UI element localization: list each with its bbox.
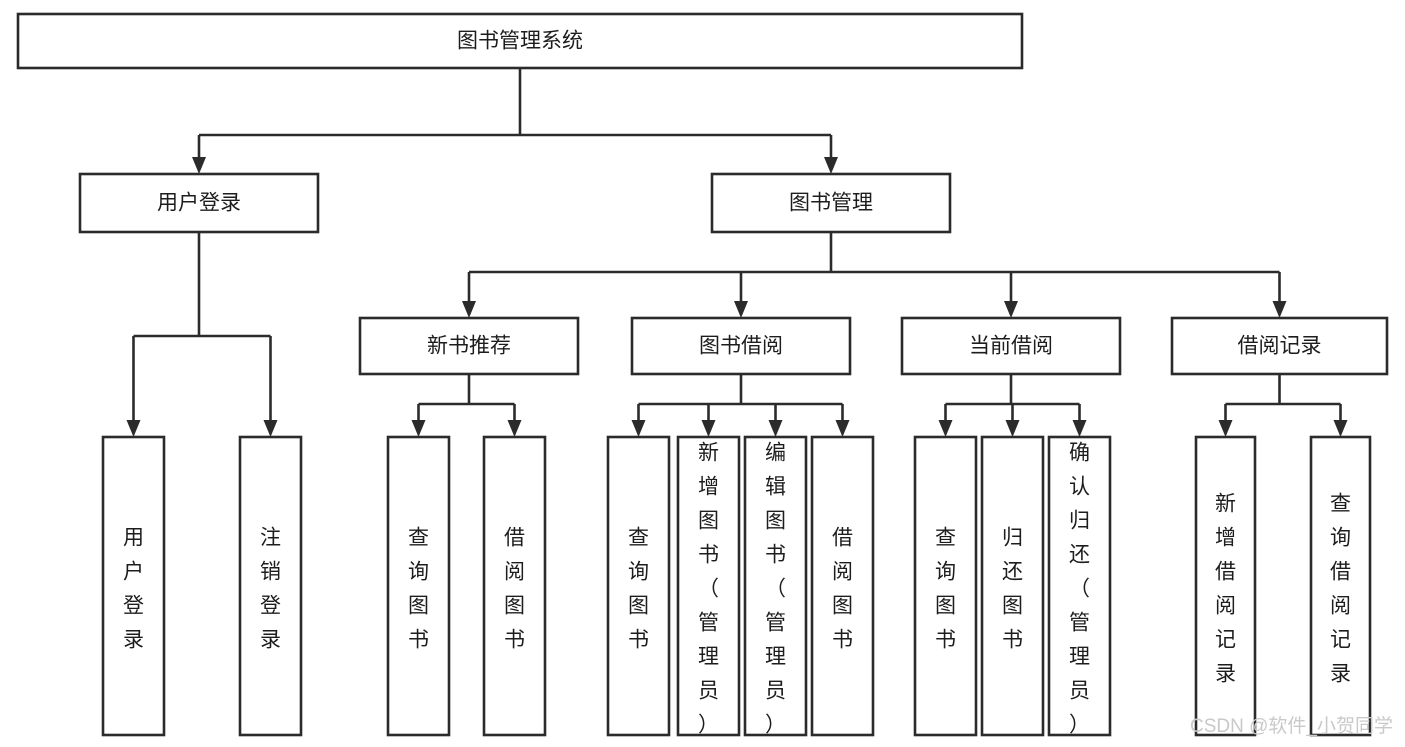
arrow-head-icon-current-borrow-0 bbox=[938, 420, 953, 437]
arrow-head-icon-current-borrow-1 bbox=[1005, 420, 1020, 437]
node-label-leaf-borrow-borrow-book: 借阅图书 bbox=[832, 527, 853, 652]
node-label-book-borrow: 图书借阅 bbox=[699, 335, 783, 358]
node-box-new-book-recommend bbox=[358, 316, 580, 376]
arrow-head-icon-book-manage-0 bbox=[462, 301, 476, 318]
node-leaf-current-query-book[interactable]: 查询图书 bbox=[913, 435, 978, 737]
node-label-current-borrow: 当前借阅 bbox=[969, 335, 1053, 358]
node-user-login[interactable]: 用户登录 bbox=[78, 172, 320, 234]
node-box-leaf-current-return-book bbox=[980, 435, 1045, 737]
node-box-leaf-current-confirm-return bbox=[1047, 435, 1112, 737]
node-box-current-borrow bbox=[900, 316, 1122, 376]
node-label-leaf-current-return-book: 归还图书 bbox=[1002, 527, 1023, 652]
node-label-new-book-recommend: 新书推荐 bbox=[427, 335, 511, 358]
node-box-leaf-user-login bbox=[101, 435, 166, 737]
csdn-watermark: CSDN @软件_小贺同学 bbox=[1190, 715, 1393, 737]
node-book-manage[interactable]: 图书管理 bbox=[710, 172, 952, 234]
node-box-leaf-borrow-add-book bbox=[676, 435, 741, 737]
arrow-head-icon-new-book-recommend-0 bbox=[411, 420, 426, 437]
arrow-head-icon-user-login-1 bbox=[263, 420, 278, 437]
node-borrow-record[interactable]: 借阅记录 bbox=[1170, 316, 1389, 376]
node-box-leaf-record-query bbox=[1309, 435, 1372, 737]
arrow-head-icon-current-borrow-2 bbox=[1072, 420, 1087, 437]
node-box-leaf-borrow-query-book bbox=[606, 435, 671, 737]
node-label-book-manage: 图书管理 bbox=[789, 192, 873, 215]
arrow-head-icon-root-0 bbox=[192, 157, 206, 174]
arrow-head-icon-book-borrow-1 bbox=[701, 420, 716, 437]
node-root[interactable]: 图书管理系统 bbox=[16, 12, 1024, 70]
node-leaf-recommend-borrow-book[interactable]: 借阅图书 bbox=[482, 435, 547, 737]
arrow-head-icon-new-book-recommend-1 bbox=[507, 420, 522, 437]
node-label-borrow-record: 借阅记录 bbox=[1238, 335, 1322, 358]
node-leaf-user-logout[interactable]: 注销登录 bbox=[238, 435, 303, 737]
arrow-head-icon-root-1 bbox=[824, 157, 838, 174]
node-label-leaf-borrow-add-book: 新增图书（管理员） bbox=[698, 442, 719, 737]
arrow-head-icon-book-borrow-3 bbox=[835, 420, 850, 437]
node-label-leaf-record-query: 查询借阅记录 bbox=[1330, 493, 1351, 686]
node-box-leaf-current-query-book bbox=[913, 435, 978, 737]
node-leaf-borrow-edit-book[interactable]: 编辑图书（管理员） bbox=[743, 435, 808, 737]
node-box-root bbox=[16, 12, 1024, 70]
node-leaf-current-confirm-return[interactable]: 确认归还（管理员） bbox=[1047, 435, 1112, 737]
node-label-leaf-record-add: 新增借阅记录 bbox=[1215, 493, 1236, 686]
node-label-leaf-user-login: 用户登录 bbox=[123, 527, 144, 652]
arrow-head-icon-book-manage-2 bbox=[1004, 301, 1018, 318]
arrow-head-icon-book-borrow-0 bbox=[631, 420, 646, 437]
node-box-leaf-recommend-borrow-book bbox=[482, 435, 547, 737]
node-label-leaf-current-query-book: 查询图书 bbox=[935, 527, 956, 652]
node-leaf-record-query[interactable]: 查询借阅记录 bbox=[1309, 435, 1372, 737]
node-current-borrow[interactable]: 当前借阅 bbox=[900, 316, 1122, 376]
node-box-leaf-user-logout bbox=[238, 435, 303, 737]
node-label-root: 图书管理系统 bbox=[457, 30, 583, 53]
node-leaf-borrow-borrow-book[interactable]: 借阅图书 bbox=[810, 435, 875, 737]
node-label-leaf-recommend-borrow-book: 借阅图书 bbox=[504, 527, 525, 652]
node-box-leaf-borrow-edit-book bbox=[743, 435, 808, 737]
node-label-leaf-borrow-edit-book: 编辑图书（管理员） bbox=[765, 442, 786, 737]
node-label-leaf-borrow-query-book: 查询图书 bbox=[628, 527, 649, 652]
node-leaf-recommend-query-book[interactable]: 查询图书 bbox=[386, 435, 451, 737]
node-box-book-manage bbox=[710, 172, 952, 234]
connector-layer bbox=[126, 68, 1348, 437]
arrow-head-icon-book-manage-3 bbox=[1272, 301, 1287, 318]
node-leaf-record-add[interactable]: 新增借阅记录 bbox=[1194, 435, 1257, 737]
node-label-leaf-recommend-query-book: 查询图书 bbox=[408, 527, 429, 652]
node-leaf-user-login[interactable]: 用户登录 bbox=[101, 435, 166, 737]
node-new-book-recommend[interactable]: 新书推荐 bbox=[358, 316, 580, 376]
node-box-leaf-recommend-query-book bbox=[386, 435, 451, 737]
node-leaf-borrow-add-book[interactable]: 新增图书（管理员） bbox=[676, 435, 741, 737]
arrow-head-icon-book-borrow-2 bbox=[768, 420, 783, 437]
node-layer: 图书管理系统用户登录图书管理新书推荐图书借阅当前借阅借阅记录用户登录注销登录查询… bbox=[16, 12, 1389, 737]
arrow-head-icon-borrow-record-1 bbox=[1333, 420, 1348, 437]
node-label-leaf-user-logout: 注销登录 bbox=[260, 527, 281, 652]
node-box-leaf-borrow-borrow-book bbox=[810, 435, 875, 737]
node-box-leaf-record-add bbox=[1194, 435, 1257, 737]
arrow-head-icon-borrow-record-0 bbox=[1218, 420, 1233, 437]
node-leaf-current-return-book[interactable]: 归还图书 bbox=[980, 435, 1045, 737]
node-box-book-borrow bbox=[630, 316, 852, 376]
node-label-leaf-current-confirm-return: 确认归还（管理员） bbox=[1069, 442, 1090, 737]
arrow-head-icon-user-login-0 bbox=[126, 420, 141, 437]
node-label-user-login: 用户登录 bbox=[157, 192, 241, 215]
node-box-borrow-record bbox=[1170, 316, 1389, 376]
arrow-head-icon-book-manage-1 bbox=[734, 301, 748, 318]
node-box-user-login bbox=[78, 172, 320, 234]
node-leaf-borrow-query-book[interactable]: 查询图书 bbox=[606, 435, 671, 737]
node-book-borrow[interactable]: 图书借阅 bbox=[630, 316, 852, 376]
